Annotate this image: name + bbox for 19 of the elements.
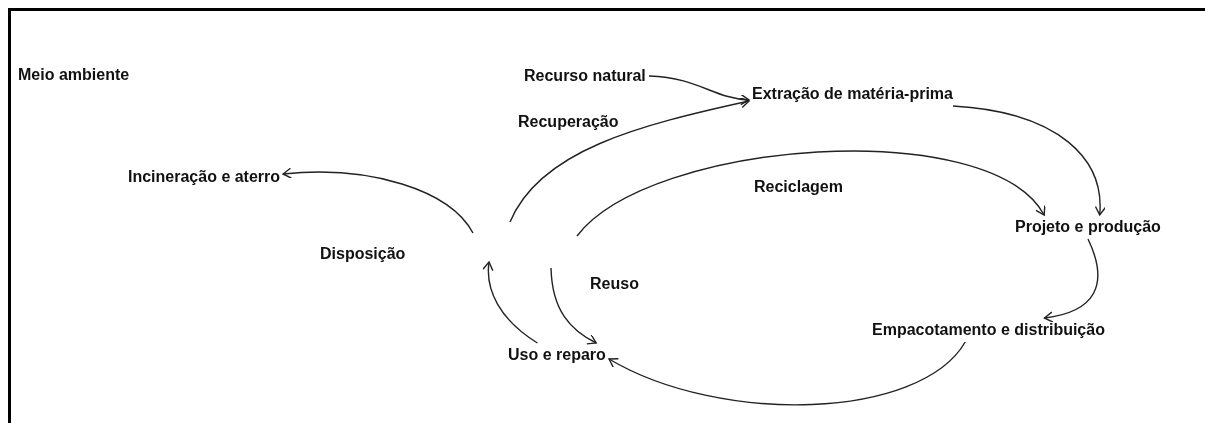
edge-label: Recuperação bbox=[516, 112, 621, 132]
arrow bbox=[509, 97, 750, 223]
region-label: Meio ambiente bbox=[18, 65, 130, 85]
arrow bbox=[550, 267, 597, 345]
stage-label: Empacotamento e distribuição bbox=[872, 320, 1105, 340]
arrow bbox=[576, 150, 1045, 237]
stage-label: Incineração e aterro bbox=[128, 167, 281, 187]
arrow bbox=[952, 105, 1106, 216]
arrow bbox=[482, 261, 539, 344]
stage-label: Recurso natural bbox=[524, 66, 646, 86]
stage-label: Projeto e produção bbox=[1015, 217, 1161, 237]
stage-label: Extração de matéria-prima bbox=[752, 84, 953, 104]
edge-label: Disposição bbox=[318, 244, 408, 264]
arrow bbox=[608, 341, 966, 406]
arrow bbox=[1043, 238, 1099, 323]
edge-label: Reciclagem bbox=[752, 177, 845, 197]
arrow bbox=[648, 75, 750, 105]
arrow bbox=[282, 167, 474, 234]
stage-label: Uso e reparo bbox=[508, 345, 606, 365]
